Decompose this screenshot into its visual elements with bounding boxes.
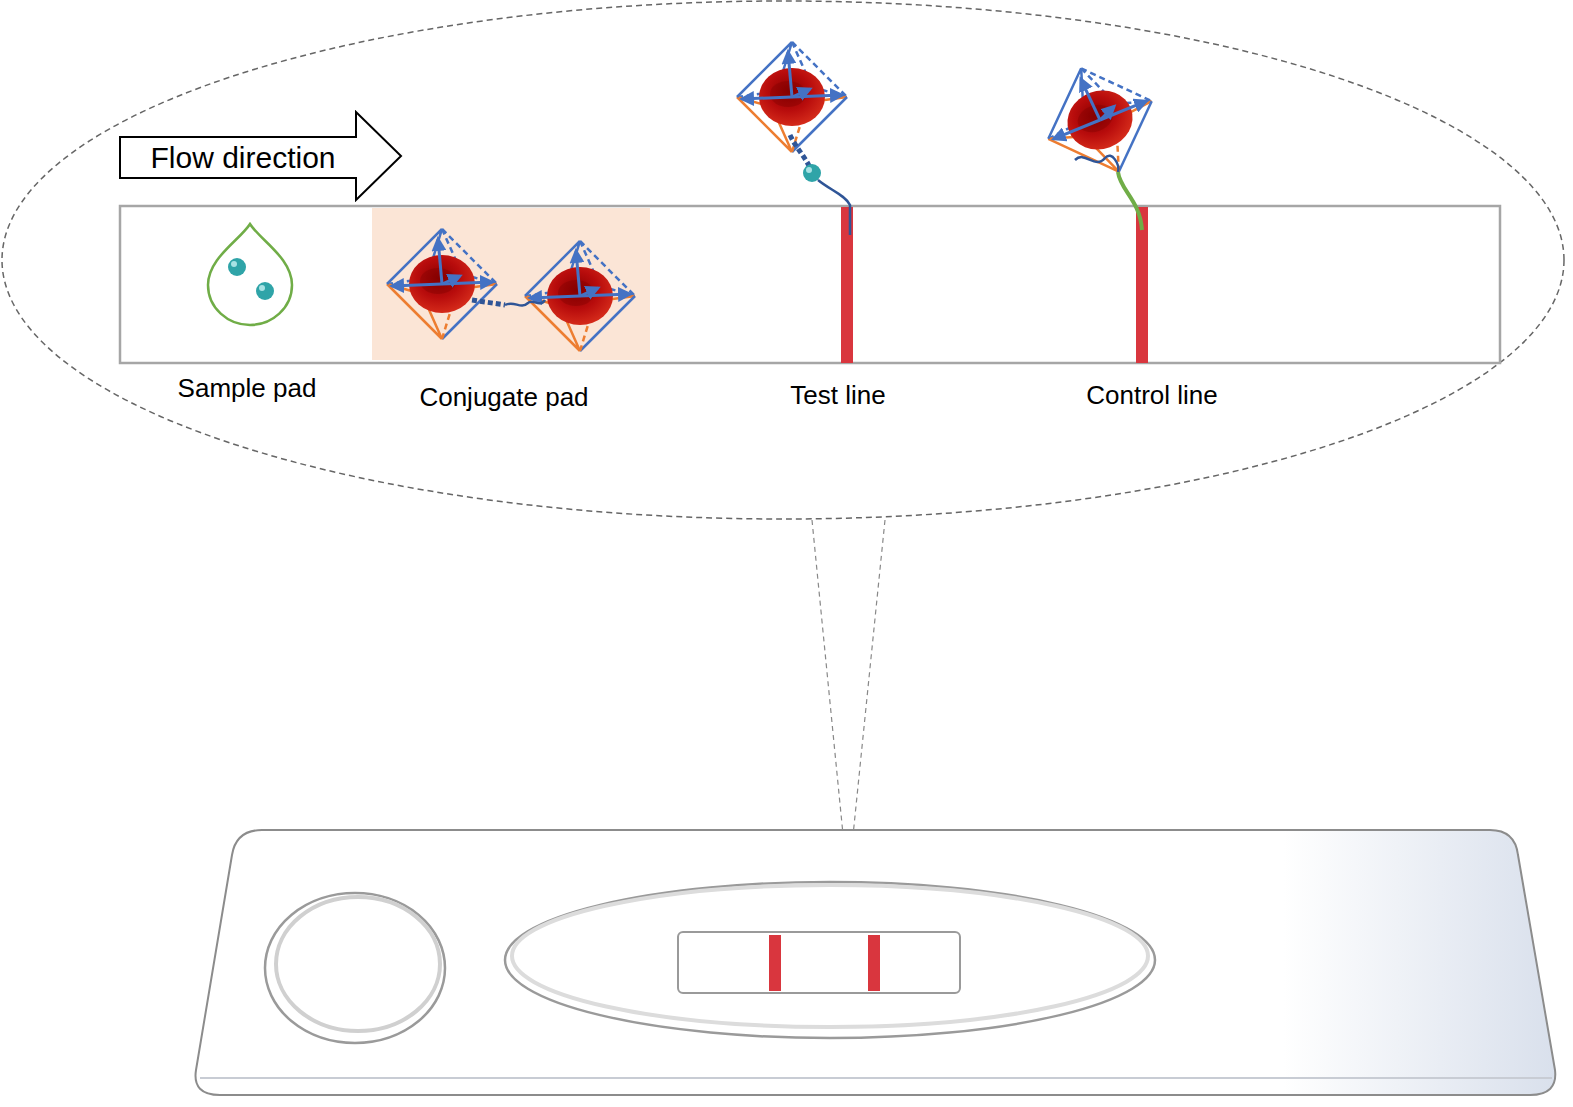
part-label: Sample pad [178,373,317,404]
part-label: Control line [1086,380,1218,411]
part-label: Conjugate pad [419,382,588,413]
arrow-label: Flow direction [150,141,335,175]
flow-arrow: Flow direction [118,110,403,202]
part-label: Test line [790,380,885,411]
